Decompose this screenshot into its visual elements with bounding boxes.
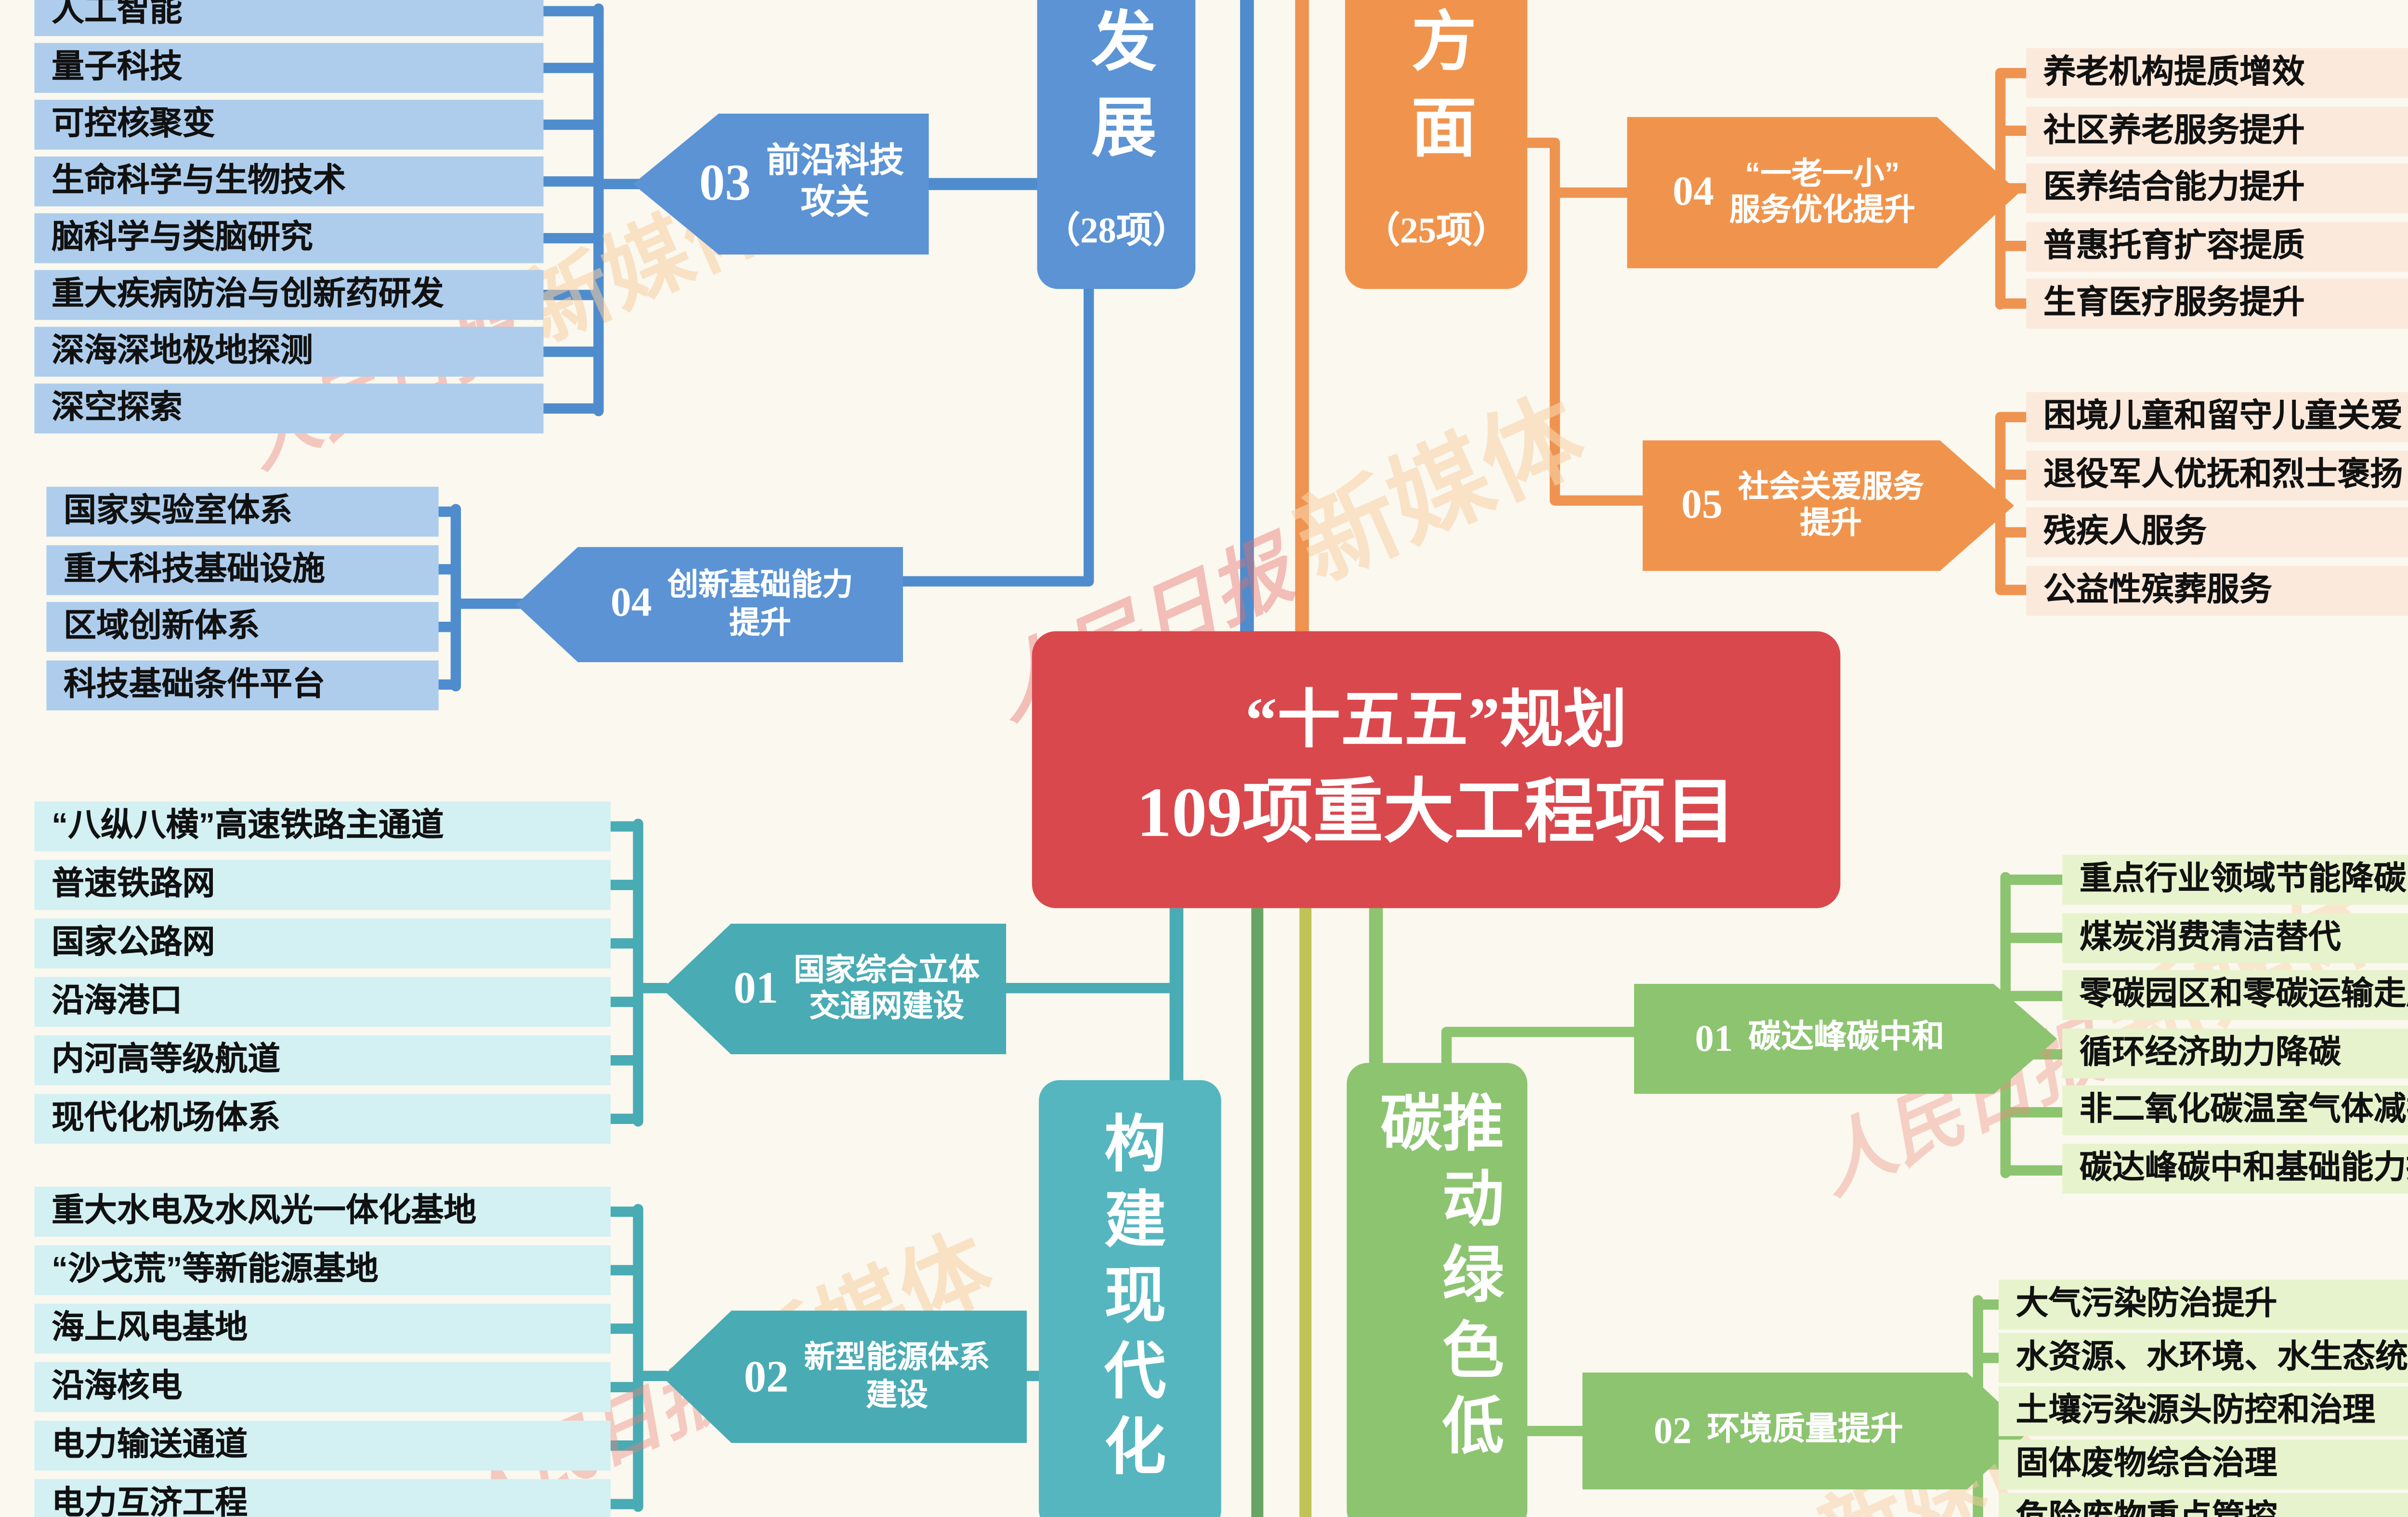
list-item: 海上风电基地 <box>34 1304 611 1354</box>
section-label: “一老一小” 服务优化提升 <box>1729 156 1915 227</box>
frontier-tech-list: 人工智能 量子科技 可控核聚变 生命科学与生物技术 脑科学与类脑研究 重大疾病防… <box>34 0 544 433</box>
section-number: 05 <box>1681 482 1723 527</box>
section-number: 02 <box>1653 1408 1692 1452</box>
list-item: 医养结合能力提升 <box>2026 163 2408 213</box>
list-item: 深空探索 <box>34 383 544 433</box>
list-item: 科技基础条件平台 <box>46 659 439 710</box>
list-item: 区域创新体系 <box>46 602 439 652</box>
section-number: 01 <box>1695 1016 1733 1059</box>
list-item: 大气污染防治提升 <box>1998 1280 2408 1330</box>
list-item: 人工智能 <box>34 0 544 36</box>
elderly-children-list: 养老机构提质增效 社区养老服务提升 医养结合能力提升 普惠托育扩容提质 生育医疗… <box>2026 48 2408 329</box>
list-item: 危险废物重点管控 <box>1998 1492 2408 1517</box>
list-item: 煤炭消费清洁替代 <box>2062 912 2408 963</box>
list-item: 重大科技基础设施 <box>46 544 439 594</box>
list-item: 量子科技 <box>34 43 544 93</box>
hexagon-frontier-tech: 03 前沿科技 攻关 <box>633 113 929 255</box>
section-label: 碳达峰碳中和 <box>1748 1020 1945 1056</box>
section-number: 03 <box>699 155 751 212</box>
hexagon-innovation-base: 04 创新基础能力 提升 <box>516 547 903 662</box>
list-item: 重大疾病防治与创新药研发 <box>34 270 544 320</box>
hexagon-transport-network: 01 国家综合立体 交通网建设 <box>662 923 1007 1055</box>
list-item: 退役军人优抚和烈士褒扬 <box>2026 449 2408 500</box>
energy-list: 重大水电及水风光一体化基地 “沙戈荒”等新能源基地 海上风电基地 沿海核电 电力… <box>34 1187 611 1517</box>
list-item: 现代化机场体系 <box>34 1094 611 1144</box>
pillar-livelihood: 生方面 （25项） <box>1345 0 1528 289</box>
list-item: 可控核聚变 <box>34 100 544 150</box>
list-item: 土壤污染源头防控和治理 <box>1998 1386 2408 1437</box>
list-item: 重大水电及水风光一体化基地 <box>34 1187 611 1237</box>
list-item: 脑科学与类脑研究 <box>34 213 544 263</box>
pillar-science: 力发展 （28项） <box>1037 0 1196 289</box>
environment-quality-list: 大气污染防治提升 水资源、水环境、水生态统筹治理 土壤污染源头防控和治理 固体废… <box>1998 1280 2408 1517</box>
list-item: 零碳园区和零碳运输走廊建设 <box>2062 970 2408 1020</box>
section-label: 环境质量提升 <box>1707 1412 1903 1448</box>
list-item: 残疾人服务 <box>2026 507 2408 558</box>
section-label: 新型能源体系 建设 <box>804 1340 990 1412</box>
list-item: 社区养老服务提升 <box>2026 105 2408 156</box>
hexagon-new-energy: 02 新型能源体系 建设 <box>662 1310 1027 1443</box>
section-number: 02 <box>744 1351 789 1401</box>
list-item: 循环经济助力降碳 <box>2062 1027 2408 1078</box>
pillar-title: 生方面 <box>1400 0 1473 179</box>
social-care-list: 困境儿童和留守儿童关爱 退役军人优抚和烈士褒扬 残疾人服务 公益性殡葬服务 <box>2026 392 2408 615</box>
section-label: 前沿科技 攻关 <box>766 143 904 222</box>
central-title-box: “十五五”规划 109项重大工程项目 <box>1032 631 1841 908</box>
plan-subtitle: 109项重大工程项目 <box>1136 772 1736 851</box>
hexagon-carbon-peak: 01 碳达峰碳中和 <box>1634 983 2057 1094</box>
list-item: “沙戈荒”等新能源基地 <box>34 1245 611 1295</box>
list-item: 沿海核电 <box>34 1362 611 1412</box>
list-item: 碳达峰碳中和基础能力提升 <box>2062 1143 2408 1193</box>
plan-title: “十五五”规划 <box>1245 686 1627 757</box>
list-item: 国家实验室体系 <box>46 486 439 537</box>
hexagon-social-care: 05 社会关爱服务 提升 <box>1642 440 2015 571</box>
list-item: 非二氧化碳温室气体减排 <box>2062 1085 2408 1136</box>
pillar-count: （25项） <box>1364 209 1509 251</box>
section-label: 创新基础能力 提升 <box>667 568 853 639</box>
list-item: 生育医疗服务提升 <box>2026 278 2408 329</box>
section-number: 04 <box>1673 169 1714 214</box>
carbon-peak-list: 重点行业领域节能降碳 煤炭消费清洁替代 零碳园区和零碳运输走廊建设 循环经济助力… <box>2062 854 2408 1193</box>
pillar-title: 力发展 <box>1080 0 1152 179</box>
list-item: 国家公路网 <box>34 918 611 968</box>
list-item: 普速铁路网 <box>34 860 611 910</box>
pillar-green-lowcarbon: 推动绿色低碳 <box>1347 1063 1528 1517</box>
list-item: 困境儿童和留守儿童关爱 <box>2026 392 2408 442</box>
section-label: 国家综合立体 交通网建设 <box>794 952 980 1023</box>
list-item: 公益性殡葬服务 <box>2026 565 2408 615</box>
list-item: 电力互济工程 <box>34 1479 611 1517</box>
list-item: 生命科学与生物技术 <box>34 156 544 207</box>
list-item: 深海深地极地探测 <box>34 327 544 377</box>
transport-list: “八纵八横”高速铁路主通道 普速铁路网 国家公路网 沿海港口 内河高等级航道 现… <box>34 801 611 1144</box>
section-number: 01 <box>733 963 779 1013</box>
list-item: 养老机构提质增效 <box>2026 48 2408 98</box>
section-number: 04 <box>610 581 652 626</box>
list-item: 固体废物综合治理 <box>1998 1439 2408 1490</box>
list-item: 内河高等级航道 <box>34 1035 611 1085</box>
list-item: 电力输送通道 <box>34 1420 611 1471</box>
list-item: “八纵八横”高速铁路主通道 <box>34 801 611 851</box>
list-item: 沿海港口 <box>34 977 611 1027</box>
hexagon-elderly-children: 04 “一老一小” 服务优化提升 <box>1627 117 2019 269</box>
section-label: 社会关爱服务 提升 <box>1738 469 1924 540</box>
list-item: 普惠托育扩容提质 <box>2026 221 2408 271</box>
pillar-title: 构建现代化 <box>1095 1111 1165 1490</box>
list-item: 水资源、水环境、水生态统筹治理 <box>1998 1333 2408 1383</box>
pillar-count: （28项） <box>1044 209 1189 251</box>
hexagon-environment-quality: 02 环境质量提升 <box>1582 1372 2030 1490</box>
pillar-infrastructure: 构建现代化 <box>1039 1080 1221 1517</box>
pillar-title: 推动绿色低碳 <box>1372 1090 1503 1469</box>
list-item: 重点行业领域节能降碳 <box>2062 854 2408 905</box>
innovation-base-list: 国家实验室体系 重大科技基础设施 区域创新体系 科技基础条件平台 <box>46 486 439 710</box>
